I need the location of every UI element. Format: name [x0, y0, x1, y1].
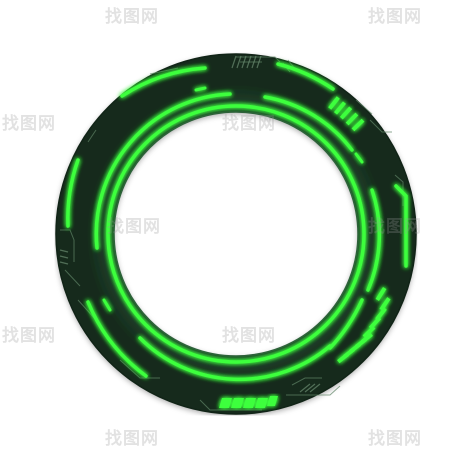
- ring-body: [56, 54, 416, 414]
- neon-arc-segments: [66, 62, 408, 382]
- neon-dash-bar-bottom-right: [337, 332, 373, 364]
- neon-inner-circle: [106, 104, 366, 364]
- etched-hash-marks: [59, 55, 321, 393]
- neon-dash-bar-right: [362, 287, 391, 339]
- neon-dash-bar-top-right: [328, 96, 365, 132]
- ring-outer-rim: [55, 53, 417, 415]
- neon-accent-ticks: [102, 86, 364, 312]
- neon-dash-bar-bottom: [219, 396, 278, 408]
- ring-inner-rim: [113, 111, 359, 357]
